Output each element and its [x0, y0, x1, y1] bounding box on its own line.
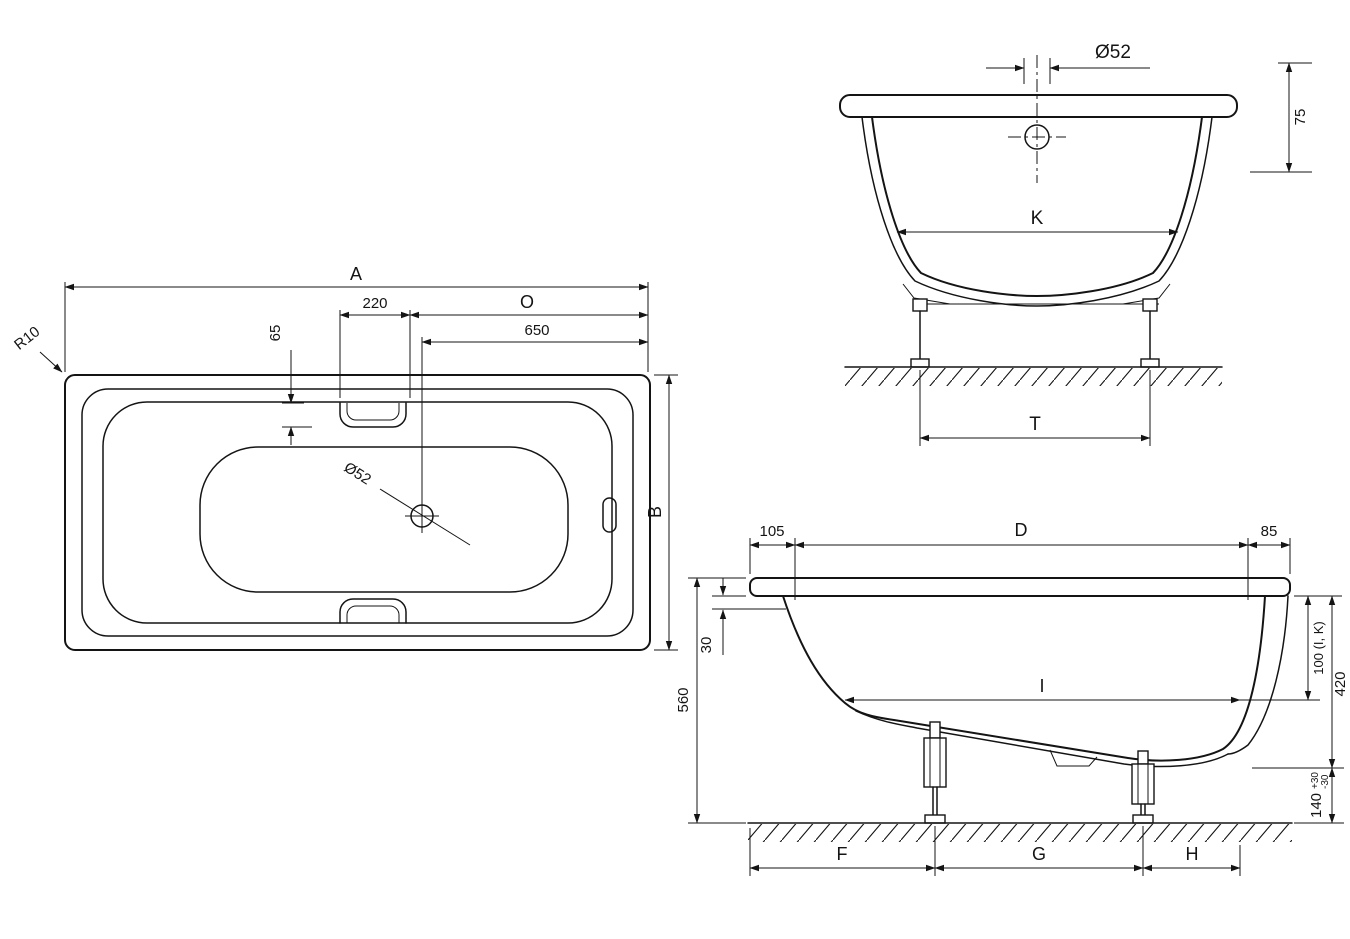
drain-recess: [1049, 749, 1098, 767]
dim-inner-length-i: I: [844, 676, 1320, 704]
tub-basin-edge-outline: [102, 401, 613, 624]
label-140: 140: [1308, 793, 1325, 818]
dim-total-height-560: 560: [675, 577, 746, 824]
foot-plate: [910, 358, 930, 368]
dim-inner-top-length-d: D: [794, 520, 1249, 549]
plan-drain-diameter-label: Ø52: [341, 459, 374, 488]
side-view: 105 D 85 560 30 I: [675, 520, 1349, 876]
label-75: 75: [1292, 109, 1309, 126]
dim-feet-height-140: 140 +30 -30: [1294, 767, 1344, 824]
foot-left: [910, 298, 930, 368]
support-bracket-right: [1122, 283, 1171, 305]
dim-rim-height-75: 75: [1250, 62, 1312, 173]
tub-shell-right: [1227, 595, 1289, 755]
label-t: T: [1029, 414, 1041, 435]
foot-bolt: [929, 721, 941, 739]
dim-span-h: H: [1142, 844, 1241, 876]
label-560: 560: [675, 687, 692, 712]
label-d: D: [1015, 520, 1028, 540]
dim-inner-width-k: K: [896, 208, 1179, 236]
label-o: O: [520, 292, 534, 312]
corner-radius-note: R10: [11, 323, 63, 373]
label-85: 85: [1261, 523, 1278, 540]
label-b: B: [645, 506, 665, 518]
dim-rim-left-105: 105: [749, 523, 796, 600]
foot-adjuster: [912, 298, 928, 312]
shell-inner: [871, 116, 1203, 297]
dim-drain-650: 650: [421, 322, 649, 502]
label-30: 30: [698, 637, 715, 654]
top-grip-handle: [339, 402, 407, 428]
label-k: K: [1031, 208, 1044, 229]
label-650: 650: [524, 322, 549, 339]
dim-measure-plane-100: 100 (I, K): [1294, 595, 1342, 701]
foot-plate: [924, 814, 946, 824]
bottom-grip-handle: [339, 598, 407, 624]
label-i: I: [1039, 676, 1044, 696]
tub-rim-inner-outline: [81, 388, 634, 637]
label-h: H: [1186, 844, 1199, 864]
drain-leader-line: [379, 488, 471, 546]
bottom-grip-handle-inner: [346, 605, 400, 623]
top-grip-handle-inner: [346, 403, 400, 421]
plan-view: Ø52 A 220 O 650 65: [11, 264, 678, 651]
foot-right: [1140, 298, 1160, 368]
ground-hatch: [748, 824, 1292, 842]
foot-plate: [1140, 358, 1160, 368]
ground-hatch: [845, 368, 1222, 386]
rim-profile: [749, 577, 1291, 597]
label-105: 105: [759, 523, 784, 540]
dim-rim-drop-30: 30: [698, 578, 786, 655]
label-g: G: [1032, 844, 1046, 864]
dim-handle-inset-65: 65: [267, 325, 312, 445]
label-140-with-tolerance: 140 +30 -30: [1308, 772, 1331, 818]
dim-overflow-o: O: [409, 292, 649, 319]
dim-handle-220: 220: [339, 295, 411, 398]
dim-width-b: B: [645, 374, 678, 651]
shell-outer: [861, 116, 1213, 307]
dim-length-a: A: [64, 264, 649, 372]
leader-line: [39, 351, 63, 373]
foot-plate: [1132, 814, 1154, 824]
foot-bracket: [923, 737, 947, 788]
label-tol-minus: -30: [1320, 774, 1331, 789]
label-r10: R10: [11, 323, 43, 353]
end-view: Ø52 75 K T: [839, 42, 1312, 446]
label-100-ik: 100 (I, K): [1311, 621, 1326, 674]
label-65: 65: [267, 325, 284, 342]
foot-front: [923, 721, 947, 824]
dim-rim-right-85: 85: [1247, 523, 1291, 600]
tub-shell-bottom: [855, 710, 1229, 768]
dim-support-span-t: T: [919, 370, 1151, 446]
label-drain-diameter: Ø52: [1095, 42, 1131, 63]
tub-interior-profile: [782, 595, 1266, 762]
rim-profile: [839, 94, 1238, 118]
foot-bracket: [1131, 763, 1155, 805]
overflow-slot: [602, 497, 617, 533]
tub-outer-outline: [64, 374, 651, 651]
dim-inner-depth-420: 420: [1252, 595, 1349, 769]
support-bracket-left: [902, 283, 951, 305]
foot-adjuster: [1142, 298, 1158, 312]
foot-bolt: [1137, 750, 1149, 765]
label-f: F: [837, 844, 848, 864]
label-tol-plus: +30: [1310, 772, 1321, 789]
label-220: 220: [362, 295, 387, 312]
foot-rear: [1131, 750, 1155, 824]
dim-drain-diameter: Ø52: [986, 42, 1150, 84]
label-420: 420: [1332, 671, 1349, 696]
label-a: A: [350, 264, 362, 284]
tub-floor-outline: [199, 446, 569, 593]
